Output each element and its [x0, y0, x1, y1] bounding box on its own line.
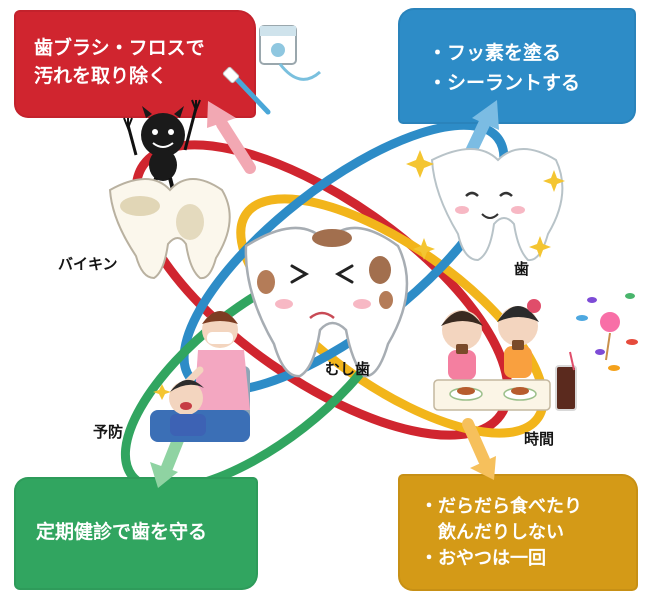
- toothbrush-floss-icon: [222, 25, 322, 115]
- happy-tooth-icon: [406, 148, 565, 262]
- box-line: ・シーラントする: [428, 72, 581, 94]
- candy-icon: [576, 293, 638, 371]
- kids-snacking-icon: [433, 299, 577, 411]
- label-tooth: 歯: [514, 260, 530, 278]
- dirty-tooth-icon: [108, 178, 231, 280]
- box-snacking-habits: ・だらだら食べたり 飲んだりしない ・おやつは一回: [398, 474, 638, 591]
- germ-devil-icon: [123, 99, 201, 191]
- cavity-tooth-icon: [244, 226, 409, 378]
- arrow-to-red-box: [207, 101, 256, 174]
- box-line: ・だらだら食べたり: [420, 496, 582, 517]
- arrow-to-gold-box: [462, 418, 496, 480]
- box-brush-floss: 歯ブラシ・フロスで 汚れを取り除く: [14, 10, 256, 118]
- arrow-to-green-box: [150, 434, 184, 488]
- box-line: 歯ブラシ・フロスで: [34, 37, 205, 59]
- box-line: 汚れを取り除く: [34, 65, 168, 87]
- box-line: ・おやつは一回: [420, 548, 546, 569]
- label-time: 時間: [524, 430, 555, 448]
- box-line: 飲んだりしない: [420, 522, 564, 543]
- box-line: ・フッ素を塗る: [428, 42, 562, 64]
- box-line: 定期健診で歯を守る: [36, 521, 208, 543]
- ring-red: [131, 140, 513, 440]
- dentist-checkup-icon: [150, 311, 250, 442]
- box-fluoride-sealant: ・フッ素を塗る ・シーラントする: [398, 8, 636, 124]
- label-prevention: 予防: [93, 423, 124, 441]
- label-germs: バイキン: [58, 255, 118, 273]
- label-cavity: むし歯: [325, 360, 371, 378]
- ring-gold: [236, 194, 548, 438]
- box-regular-checkup: 定期健診で歯を守る: [14, 477, 258, 590]
